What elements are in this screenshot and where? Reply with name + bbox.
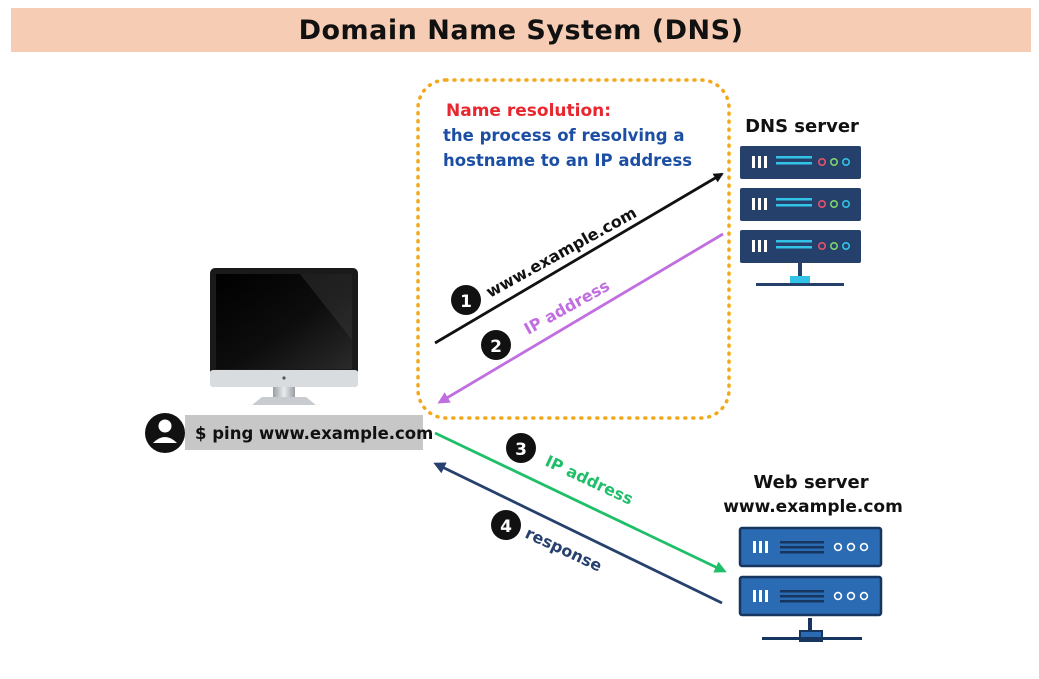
- user-avatar-icon: [145, 413, 185, 453]
- step-3-label: IP address: [542, 451, 636, 508]
- step-2-marker: 2: [481, 330, 511, 360]
- name-resolution-heading: Name resolution:: [446, 101, 611, 121]
- arrow-4-response: [433, 462, 723, 605]
- dns-server-label: DNS server: [745, 116, 859, 137]
- step-1-marker: 1: [451, 285, 481, 315]
- step-3-marker: 3: [506, 433, 536, 463]
- step-2-number: 2: [490, 337, 502, 357]
- step-4-number: 4: [500, 517, 512, 537]
- step-4-label: response: [522, 523, 605, 575]
- computer-icon: [210, 268, 358, 405]
- title-bar: Domain Name System (DNS): [11, 8, 1031, 52]
- arrow-2-ip-reply: [437, 232, 724, 404]
- step-3-number: 3: [515, 440, 527, 460]
- web-server-label: Web server: [753, 472, 868, 493]
- arrow-1-query: [434, 172, 724, 345]
- page-title: Domain Name System (DNS): [298, 14, 744, 46]
- step-1-number: 1: [460, 292, 472, 312]
- dns-server-icon: [740, 146, 861, 286]
- web-server-domain-label: www.example.com: [723, 497, 903, 517]
- arrow-3-ip-request: [434, 431, 727, 573]
- name-resolution-line-2: hostname to an IP address: [443, 151, 692, 170]
- ping-command: $ ping www.example.com: [195, 424, 433, 443]
- name-resolution-line-1: the process of resolving a: [443, 126, 684, 145]
- name-resolution-box: [416, 78, 731, 420]
- step-1-label: www.example.com: [483, 203, 640, 302]
- web-server-icon: [738, 526, 883, 642]
- command-bar: $ ping www.example.com: [145, 413, 433, 453]
- step-4-marker: 4: [491, 510, 521, 540]
